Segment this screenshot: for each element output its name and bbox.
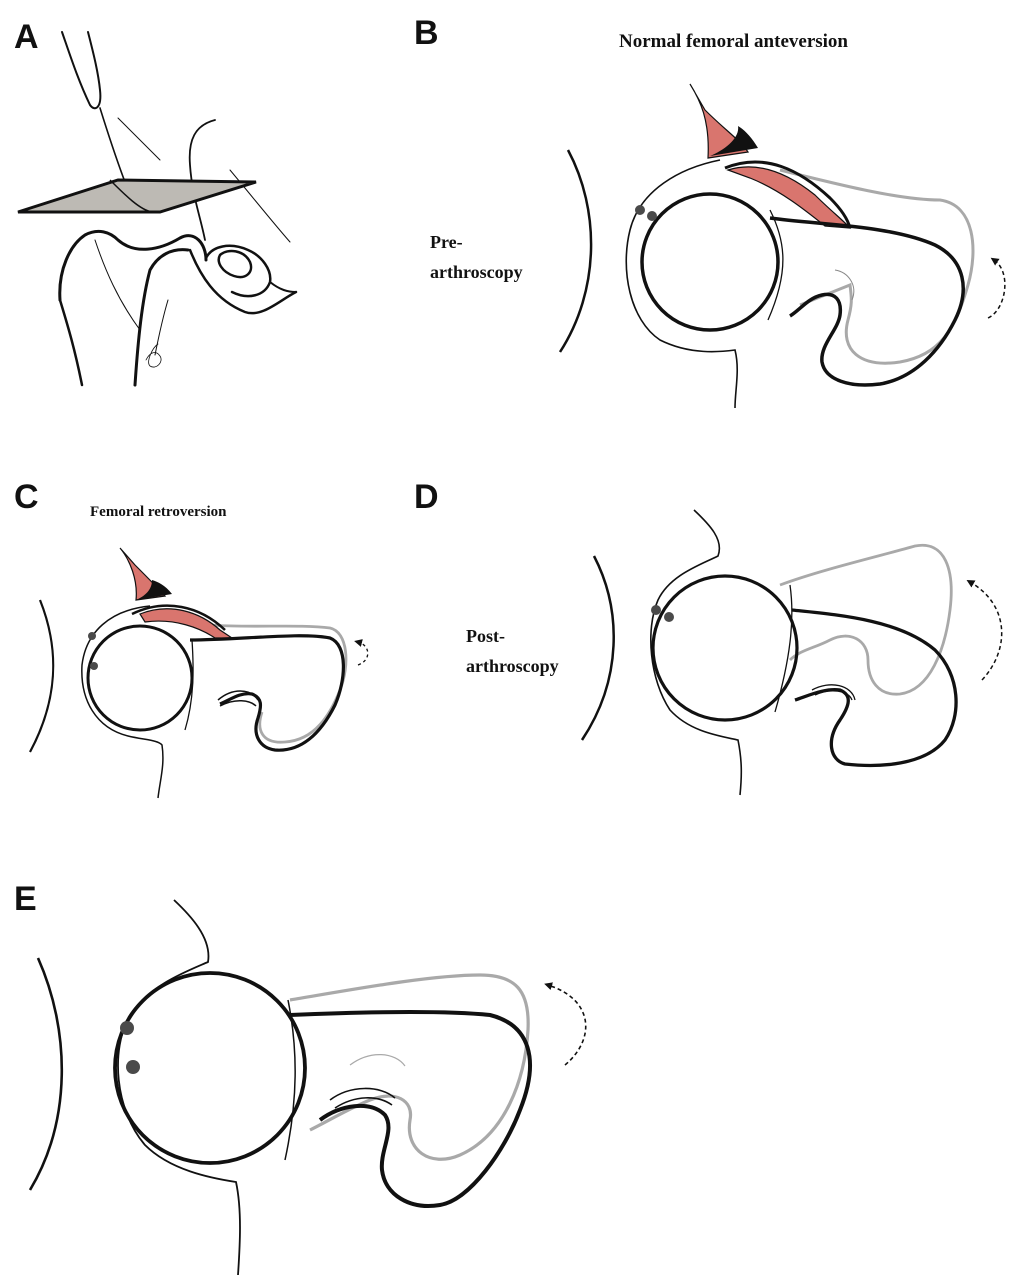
panel-b: B Normal femoral anteversion Pre- arthro… (414, 14, 1005, 408)
panel-c-letter: C (14, 478, 39, 516)
panel-e-letter: E (14, 880, 37, 918)
panel-a: A (14, 18, 296, 385)
panel-a-letter: A (14, 18, 39, 56)
panel-b-label-line2: arthroscopy (430, 262, 523, 282)
panel-d-label-line2: arthroscopy (466, 656, 559, 676)
anchor-dot (120, 1021, 134, 1035)
acetabulum-arc (560, 150, 591, 352)
panel-b-label-line1: Pre- (430, 232, 463, 252)
panel-c-title: Femoral retroversion (90, 504, 227, 520)
panel-d-label-line1: Post- (466, 626, 505, 646)
panel-d: D Post- arthroscopy (414, 478, 1002, 795)
panel-e: E (14, 880, 586, 1275)
ghost-femur-outline (290, 975, 528, 1159)
acetabulum-arc (30, 958, 62, 1190)
transverse-plane (18, 180, 256, 212)
rotation-arrow (548, 985, 586, 1065)
rotation-arrow (970, 582, 1002, 680)
anchor-dot (90, 662, 98, 670)
anchor-dot (635, 205, 645, 215)
anchor-dot (647, 211, 657, 221)
anchor-dot (88, 632, 96, 640)
panel-d-letter: D (414, 478, 439, 516)
femoral-head-outline (653, 576, 797, 720)
panel-b-letter: B (414, 14, 439, 52)
femoral-head-outline (115, 973, 305, 1163)
rotation-arrow (358, 642, 368, 665)
anchor-dot (126, 1060, 140, 1074)
femoral-head-outline (642, 194, 778, 330)
rotation-arrow (988, 260, 1005, 318)
anchor-dot (651, 605, 661, 615)
ghost-femur-outline (210, 625, 346, 742)
acetabulum-arc (30, 600, 53, 752)
panel-c: C Femoral retroversion (14, 478, 368, 798)
anchor-dot (664, 612, 674, 622)
femoral-head-outline (88, 626, 192, 730)
acetabulum-arc (582, 556, 614, 740)
panel-b-title: Normal femoral anteversion (619, 31, 848, 52)
